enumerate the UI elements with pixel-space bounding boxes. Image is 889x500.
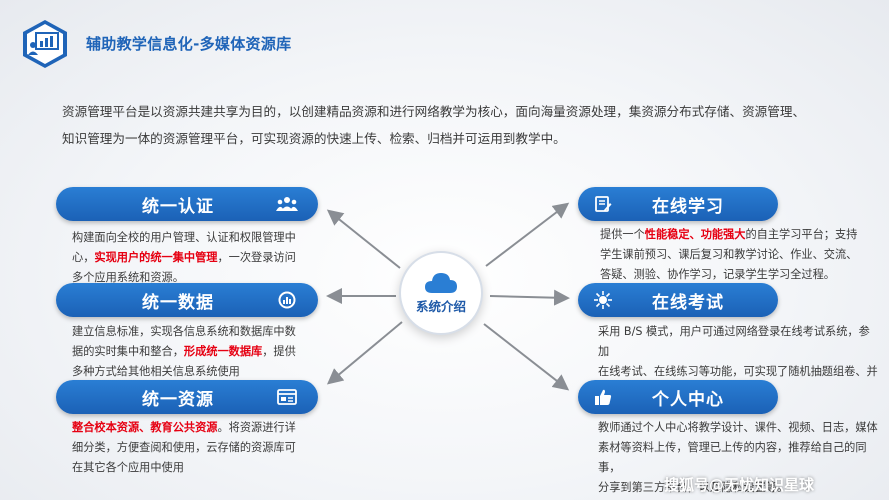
module-data-desc: 建立信息标准，实现各信息系统和数据库中数 据的实时集中和整合，形成统一数据库，提… [72, 322, 327, 382]
module-data-line-3: 多种方式给其他相关信息系统使用 [72, 365, 240, 378]
intro-line-1: 资源管理平台是以资源共建共享为目的，以创建精品资源和进行网络教学为核心，面向海量… [62, 104, 806, 119]
module-online-learning-line-1: 提供一个性能稳定、功能强大的自主学习平台；支持 [600, 225, 875, 245]
module-online-learning-line-2: 学生课前预习、课后复习和教学讨论、作业、交流、 [600, 248, 858, 261]
presentation-chart-icon [28, 32, 59, 55]
module-online-exam-header: 在线考试 [578, 283, 778, 317]
module-personal-line-2: 素材等资料上传，管理已上传的内容，推荐给自己的同事， [598, 441, 867, 474]
module-data-line-1: 建立信息标准，实现各信息系统和数据库中数 [72, 325, 296, 338]
module-online-learning-title: 在线学习 [652, 196, 724, 217]
module-resource-line-1: 整合校本资源、教育公共资源。将资源进行详 [72, 418, 327, 438]
module-personal-title: 个人中心 [652, 389, 724, 410]
module-data-line-2: 据的实时集中和整合，形成统一数据库，提供 [72, 342, 327, 362]
module-auth-line-2: 心，实现用户的统一集中管理，一次登录访问 [72, 248, 327, 268]
intro-line-2: 知识管理为一体的资源管理平台，可实现资源的快速上传、检索、归档并可运用到教学中。 [62, 131, 566, 146]
module-data-text-2a: 据的实时集中和整合， [72, 345, 184, 358]
module-online-learning-header: 在线学习 [578, 187, 778, 221]
network-virus-icon [586, 283, 620, 317]
module-resource-line-3: 在其它各个应用中使用 [72, 461, 184, 474]
page-title: 辅助教学信息化-多媒体资源库 [86, 35, 292, 53]
module-online-exam-line-2: 在线考试、在线练习等功能，可实现了随机抽题组卷、并 [598, 365, 878, 378]
arrow-to-resource [326, 321, 403, 385]
module-resource-title: 统一资源 [142, 389, 214, 410]
module-auth-text-2c: ，一次登录访问 [217, 251, 296, 264]
center-label: 系统介绍 [415, 299, 466, 314]
module-online-exam-title: 在线考试 [652, 292, 724, 313]
module-auth-title: 统一认证 [142, 196, 214, 217]
watermark: 搜狐号@无忧知识星球 [664, 476, 815, 494]
module-resource-line-2: 细分类，方便查阅和使用，云存储的资源库可 [72, 441, 296, 454]
cloud-icon [425, 273, 457, 293]
module-personal-line-3: 分享到第三方平台，以及隐私设置等。 [598, 481, 789, 494]
module-resource-header: 统一资源 [56, 380, 318, 414]
module-auth-text-2a: 心， [72, 251, 95, 264]
module-online-learning-line-3: 答疑、测验、协作学习，记录学生学习全过程。 [600, 268, 835, 281]
arrow-to-online-exam [489, 289, 570, 306]
module-data-title: 统一数据 [142, 292, 214, 313]
intro-paragraph: 资源管理平台是以资源共建共享为目的，以创建精品资源和进行网络教学为核心，面向海量… [62, 98, 852, 152]
chart-circle-icon [270, 283, 304, 317]
module-data-header: 统一数据 [56, 283, 318, 317]
module-auth-line-3: 多个应用系统和资源。 [72, 271, 184, 284]
module-data-highlight: 形成统一数据库 [183, 345, 263, 358]
module-resource-text-1c: 。将资源进行详 [217, 421, 296, 434]
module-data-text-2c: ，提供 [262, 345, 296, 358]
header-logo-badge [19, 18, 71, 70]
module-auth-header: 统一认证 [56, 187, 318, 221]
module-auth-highlight: 实现用户的统一集中管理 [94, 251, 218, 264]
module-personal-desc: 教师通过个人中心将教学设计、课件、视频、日志，媒体 素材等资料上传，管理已上传的… [598, 418, 880, 498]
center-node: 系统介绍 [399, 251, 483, 335]
module-auth-line-1: 构建面向全校的用户管理、认证和权限管理中 [72, 231, 296, 244]
arrow-to-online-learning [485, 202, 570, 267]
module-resource-highlight: 整合校本资源、教育公共资源 [72, 421, 218, 434]
module-online-learning-desc: 提供一个性能稳定、功能强大的自主学习平台；支持 学生课前预习、课后复习和教学讨论… [600, 225, 875, 285]
module-online-learning-text-1a: 提供一个 [600, 228, 645, 241]
users-icon [270, 187, 304, 221]
module-online-exam-line-1: 采用 B/S 模式，用户可通过网络登录在线考试系统，参加 [598, 325, 870, 358]
module-personal-line-1: 教师通过个人中心将教学设计、课件、视频、日志，媒体 [598, 421, 878, 434]
thumbs-up-icon [586, 380, 620, 414]
browser-window-icon [270, 380, 304, 414]
module-online-learning-highlight: 性能稳定、功能强大 [644, 228, 746, 241]
module-auth-desc: 构建面向全校的用户管理、认证和权限管理中 心，实现用户的统一集中管理，一次登录访… [72, 228, 327, 288]
module-online-learning-text-1c: 的自主学习平台；支持 [745, 228, 858, 241]
arrow-to-auth [326, 209, 401, 269]
module-resource-desc: 整合校本资源、教育公共资源。将资源进行详 细分类，方便查阅和使用，云存储的资源库… [72, 418, 327, 478]
arrow-to-personal [483, 323, 570, 391]
module-personal-header: 个人中心 [578, 380, 778, 414]
edit-document-icon [586, 187, 620, 221]
